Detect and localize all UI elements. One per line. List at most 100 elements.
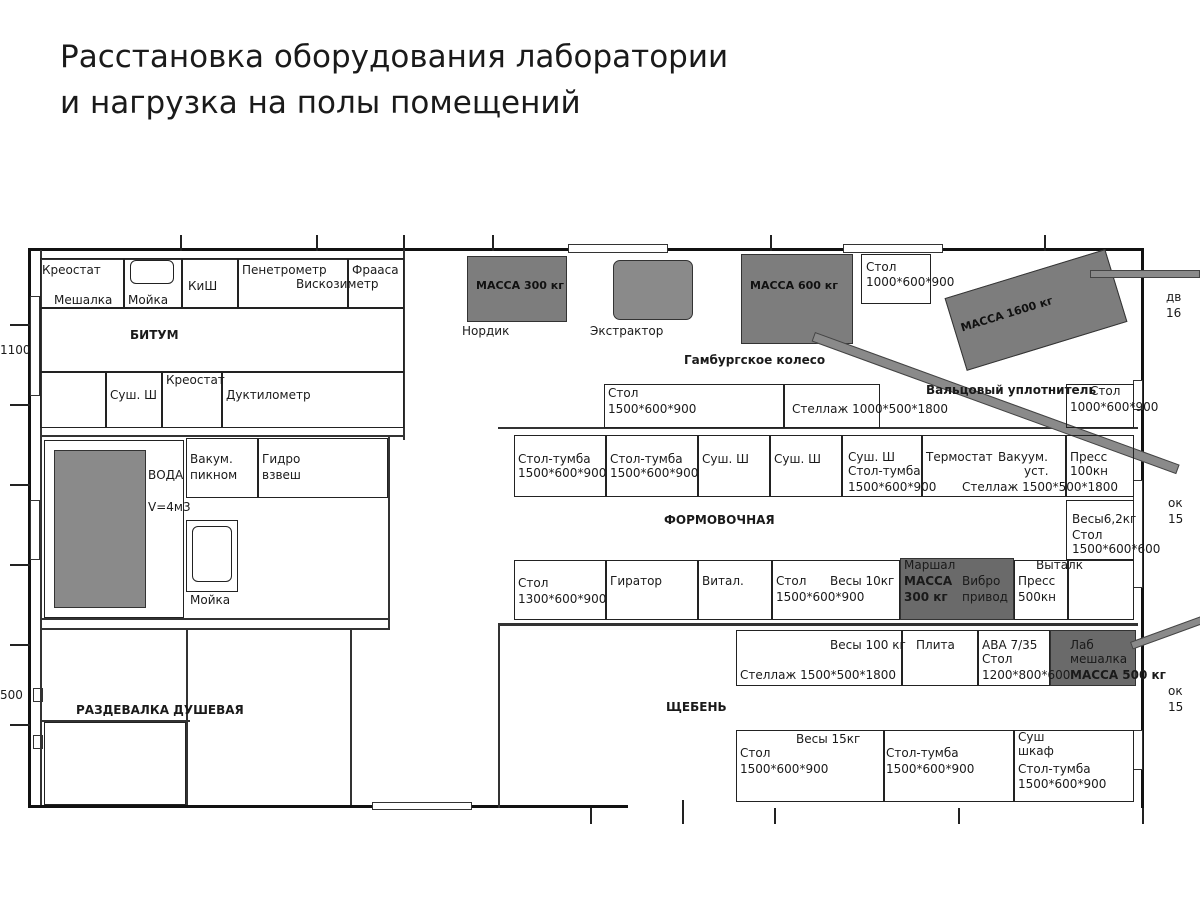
- label-vytal: Витал.: [702, 574, 744, 588]
- label-stol-c: Стол: [982, 652, 1013, 666]
- sink-2-basin: [192, 526, 232, 582]
- label-sush-3: Суш. Ш: [774, 452, 821, 466]
- label-mass-300-b1: МАССА: [904, 574, 953, 588]
- label-st-tumba-1: Стол-тумба: [518, 452, 591, 466]
- dressing-stall: [44, 722, 186, 805]
- axis-tick: [774, 808, 776, 824]
- room-shcheben: ЩЕБЕНЬ: [666, 700, 727, 714]
- window-top-1: [568, 244, 668, 253]
- axis-tick: [958, 808, 960, 824]
- window-left-1: [30, 296, 40, 396]
- label-ava: АВА 7/35: [982, 638, 1038, 652]
- partition-form-bottom: [498, 623, 1138, 626]
- partition-top-row: [40, 258, 405, 260]
- table-1000-right: [1066, 384, 1134, 428]
- mass-300-nordik: МАССА 300 кг: [467, 256, 567, 322]
- axis-tick: [682, 800, 684, 824]
- cabinet-press-500: [1014, 560, 1068, 620]
- label-plita: Плита: [916, 638, 955, 652]
- partition-left-col: [40, 250, 42, 805]
- label-stol-top: Стол: [866, 260, 897, 274]
- axis-tick: [10, 484, 30, 486]
- label-st-tumba-5: Стол-тумба: [1018, 762, 1091, 776]
- partition-water-right: [388, 435, 390, 630]
- wall-bottom: [28, 805, 628, 808]
- mass-500-meshalka: [1050, 630, 1136, 686]
- label-moyka-2: Мойка: [190, 593, 231, 607]
- label-marshal: Маршал: [904, 558, 956, 572]
- label-stol-b: Стол: [776, 574, 807, 588]
- label-penetrometr: Пенетрометр: [242, 263, 327, 277]
- cabinet-ava: [978, 630, 1050, 686]
- label-privod: привод: [962, 590, 1008, 604]
- label-vesy-15: Весы 15кг: [796, 732, 861, 746]
- axis-tick: [1142, 808, 1144, 824]
- label-piknom: пикном: [190, 468, 238, 482]
- label-st-tumba-4-dim: 1500*600*900: [886, 762, 975, 776]
- axis-tick: [770, 235, 772, 251]
- room-razdevalka: РАЗДЕВАЛКА ДУШЕВАЯ: [76, 703, 244, 717]
- mass-600-label: МАССА 600 кг: [750, 279, 838, 292]
- label-sush-1: Суш. Ш: [110, 388, 157, 402]
- room-hamburg: Гамбургское колесо: [684, 353, 826, 367]
- label-stol-c-dim: 1200*800*600: [982, 668, 1071, 682]
- label-stol-r: Стол: [1090, 384, 1121, 398]
- label-stol-v: Стол: [1072, 528, 1103, 542]
- label-meshalka-2: мешалка: [1070, 652, 1128, 666]
- mass-600-hamburg: МАССА 600 кг: [741, 254, 853, 344]
- cabinet-st-tumba-1: [514, 435, 606, 497]
- label-st-tumba-3-dim: 1500*600*900: [848, 480, 937, 494]
- label-vesy-100: Весы 100 кг: [830, 638, 906, 652]
- window-right-2: [1133, 480, 1143, 588]
- water-room: [44, 440, 184, 618]
- label-nordik: Нордик: [462, 324, 510, 338]
- floor-plan: МАССА 300 кг МАССА 600 кг МАССА 1600 кг …: [0, 230, 1200, 900]
- cabinet-plita: [902, 630, 978, 686]
- label-st-tumba-1-dim: 1500*600*900: [518, 466, 607, 480]
- label-st-tumba-3: Стол-тумба: [848, 464, 921, 478]
- label-1100: 1100: [0, 343, 31, 357]
- window-top-2: [843, 244, 943, 253]
- label-vibro: Вибро: [962, 574, 1001, 588]
- window-left-2: [30, 500, 40, 560]
- axis-tick: [10, 404, 30, 406]
- room-formovochnaya: ФОРМОВОЧНАЯ: [664, 513, 775, 527]
- title-line-2: и нагрузка на полы помещений: [60, 85, 581, 121]
- label-press-100: Пресс: [1070, 450, 1108, 464]
- label-girator: Гиратор: [610, 574, 663, 588]
- rack-1000: [784, 384, 880, 428]
- partition-water: [40, 618, 390, 620]
- cabinet-sush-1: [106, 372, 162, 428]
- cabinet-vytalk: [1068, 560, 1134, 620]
- label-stol-d: Стол: [740, 746, 771, 760]
- partition-bitum-bottom: [40, 435, 405, 437]
- cabinet-sush-2: [698, 435, 770, 497]
- rack-1500-b: [736, 630, 902, 686]
- label-ok-2: ок: [1168, 684, 1183, 698]
- table-1500-b: [772, 560, 900, 620]
- cabinet-sush-3: [770, 435, 842, 497]
- partition-dressing-2: [350, 628, 352, 805]
- extractor: [613, 260, 693, 320]
- cabinet-girator: [606, 560, 698, 620]
- cabinet-duktilometr: [222, 372, 404, 428]
- cabinet-st-tumba-2: [606, 435, 698, 497]
- label-vytalk: Выталк: [1036, 558, 1083, 572]
- label-vesy-62: Весы6,2кг: [1072, 512, 1137, 526]
- label-vakuum: Вакуум.: [998, 450, 1048, 464]
- label-16: 16: [1166, 306, 1182, 320]
- wall-left: [28, 248, 31, 808]
- label-st-tumba-2-dim: 1500*600*900: [610, 466, 699, 480]
- axis-tick: [403, 235, 405, 251]
- label-shkaf: шкаф: [1018, 744, 1054, 758]
- axis-tick: [492, 235, 494, 251]
- label-mass-500: МАССА 500 кг: [1070, 668, 1166, 682]
- mass-1600-valcov: МАССА 1600 кг: [944, 249, 1128, 371]
- mass-1600-label: МАССА 1600 кг: [959, 294, 1055, 335]
- cabinet-bitum-left: [40, 372, 106, 428]
- axis-tick: [10, 564, 30, 566]
- label-kish: КиШ: [188, 279, 218, 293]
- bench-bitum: [40, 308, 404, 372]
- axis-tick: [316, 235, 318, 251]
- label-st-tumba-4: Стол-тумба: [886, 746, 959, 760]
